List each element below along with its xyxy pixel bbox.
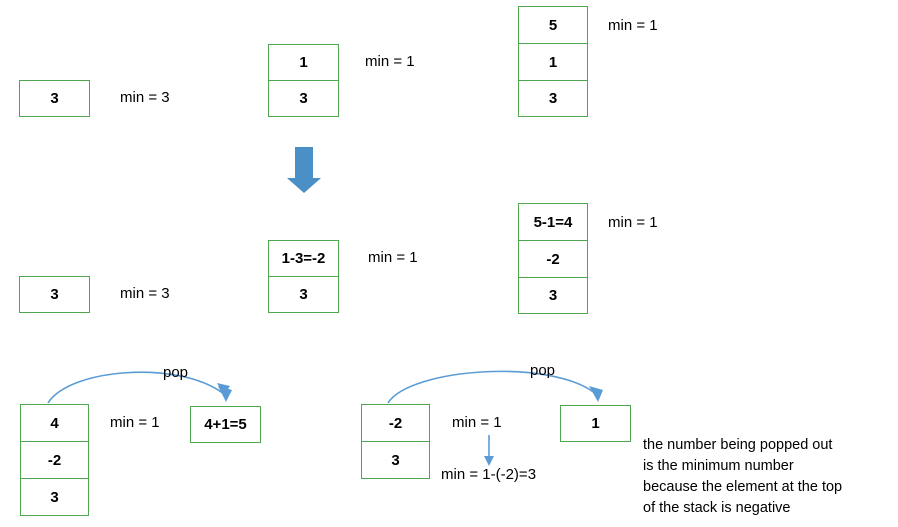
pop-label: pop	[163, 364, 189, 381]
pop-result-box: 1	[560, 405, 631, 442]
stack-cell: 5-1=4	[518, 203, 588, 241]
min-update-arrow-icon	[484, 435, 494, 466]
pop-arrow-left-icon	[47, 371, 232, 404]
min-label: min = 1	[608, 17, 658, 34]
stack-cell: 3	[268, 277, 339, 313]
stack-cell: -2	[518, 241, 588, 278]
stack-cell: -2	[361, 404, 430, 442]
stack-cell: 1-3=-2	[268, 240, 339, 277]
stack-cell: 3	[19, 276, 90, 313]
min-label: min = 1	[368, 249, 418, 266]
stack-cell: 3	[268, 81, 339, 117]
stack-cell: 3	[19, 80, 90, 117]
stack-cell: 1	[518, 44, 588, 81]
pop-label: pop	[530, 362, 556, 379]
stack-cell: 3	[518, 81, 588, 117]
stack-cell: -2	[20, 442, 89, 479]
stack-cell: 3	[361, 442, 430, 479]
pop-result-box: 4+1=5	[190, 406, 261, 443]
min-label: min = 1	[365, 53, 415, 70]
min-label: min = 1	[452, 414, 502, 431]
stack-cell: 5	[518, 6, 588, 44]
down-arrow-icon	[287, 147, 321, 193]
min-label: min = 3	[120, 89, 170, 106]
stack-cell: 1	[268, 44, 339, 81]
min-update-label: min = 1-(-2)=3	[441, 466, 537, 483]
stack-cell: 4	[20, 404, 89, 442]
min-label: min = 1	[608, 214, 658, 231]
min-label: min = 3	[120, 285, 170, 302]
min-label: min = 1	[110, 414, 160, 431]
explanation-text: the number being popped out is the minim…	[643, 437, 843, 516]
stack-cell: 3	[518, 278, 588, 314]
stack-cell: 3	[20, 479, 89, 516]
pop-arrow-right-icon	[387, 370, 603, 404]
